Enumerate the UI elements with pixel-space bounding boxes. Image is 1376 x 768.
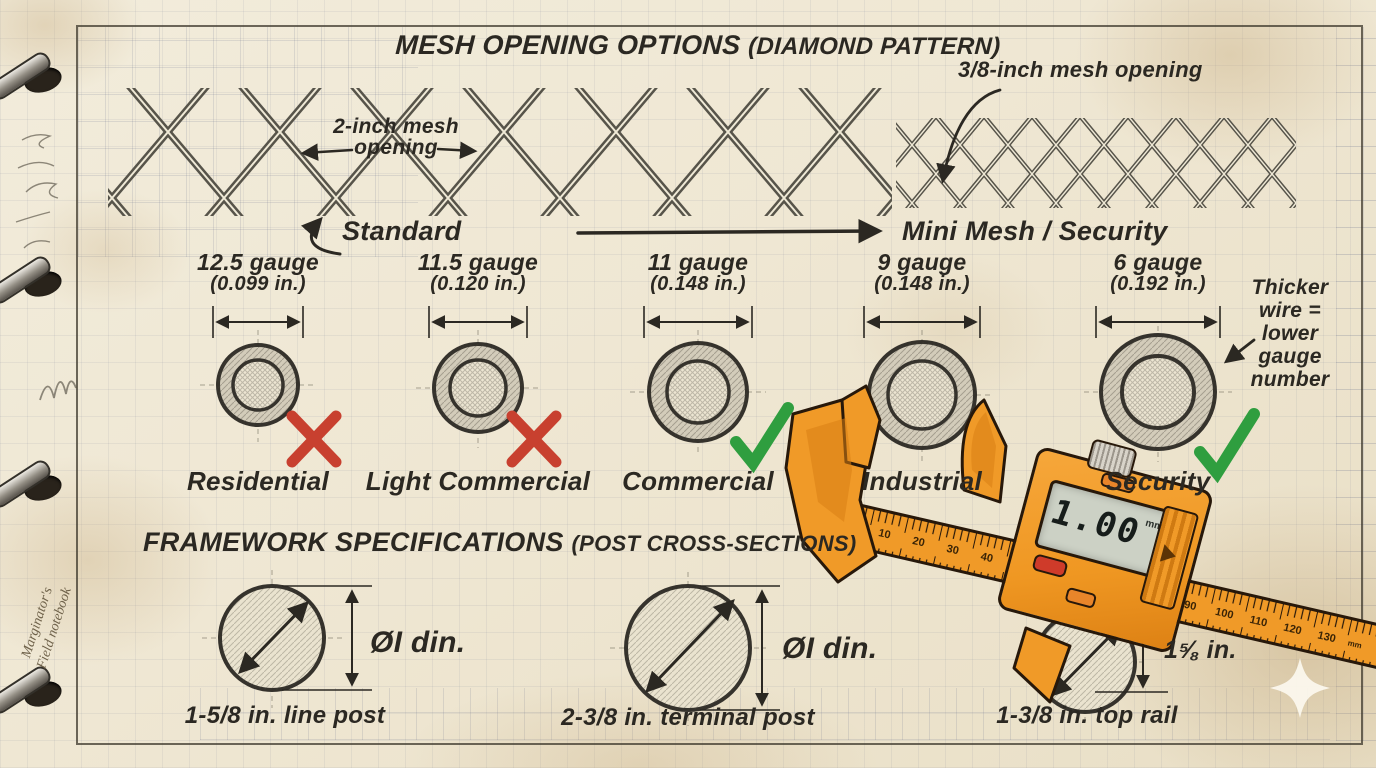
- page-title-paren: (DIAMOND PATTERN): [747, 33, 1002, 60]
- page-title: MESH OPENING OPTIONS (DIAMOND PATTERN): [367, 30, 1029, 61]
- use-label-commercial: Commercial: [622, 466, 774, 496]
- use-label-light-commercial: Light Commercial: [365, 466, 591, 496]
- gauge-name: 9 gauge: [877, 249, 967, 275]
- lcd-value: 1.00: [1045, 492, 1147, 554]
- gauge-diameter: (0.192 in.): [1110, 273, 1206, 296]
- use-label-residential: Residential: [186, 466, 329, 496]
- gauge-note: Thicker wire = lower gauge number: [1250, 276, 1330, 392]
- framework-heading-paren: (POST CROSS-SECTIONS): [571, 531, 857, 556]
- gauge-header-6: 6 gauge (0.192 in.): [1048, 250, 1268, 295]
- standard-mesh-callout: 2-inch mesh opening: [333, 115, 459, 160]
- framework-heading: FRAMEWORK SPECIFICATIONS (POST CROSS-SEC…: [143, 527, 856, 558]
- gauge-diameter: (0.120 in.): [430, 273, 526, 296]
- terminal-post-caption: 2-3/8 in. terminal post: [561, 704, 815, 731]
- line-post-dim-label: ØI din.: [370, 626, 466, 659]
- gauge-diameter: (0.099 in.): [210, 273, 306, 296]
- amber-button: [1064, 586, 1098, 609]
- gauge-header-12-5: 12.5 gauge (0.099 in.): [148, 250, 368, 295]
- use-label-security: Security: [1105, 466, 1211, 496]
- signature-scribble: [39, 380, 77, 401]
- top-rail-dim-label: 1⅝ in.: [1164, 636, 1237, 664]
- gauge-header-11-5: 11.5 gauge (0.120 in.): [368, 250, 588, 295]
- spiral-ring: [0, 253, 80, 316]
- gauge-diameter: (0.148 in.): [650, 273, 746, 296]
- mini-mesh-callout: 3/8-inch mesh opening: [958, 57, 1203, 82]
- gauge-diameter: (0.148 in.): [874, 273, 970, 296]
- line-post-caption: 1-5/8 in. line post: [184, 702, 386, 729]
- framework-heading-main: FRAMEWORK SPECIFICATIONS: [143, 527, 572, 557]
- gauge-header-9: 9 gauge (0.148 in.): [812, 250, 1032, 295]
- gauge-header-11: 11 gauge (0.148 in.): [588, 250, 808, 295]
- standard-label: Standard: [342, 216, 462, 246]
- play-triangle-icon: [1159, 544, 1179, 566]
- red-button: [1031, 553, 1069, 579]
- page-title-main: MESH OPENING OPTIONS: [394, 30, 750, 60]
- terminal-post-dim-label: ØI din.: [782, 632, 878, 665]
- page-border: [76, 25, 1363, 745]
- gauge-name: 12.5 gauge: [197, 249, 319, 275]
- use-label-industrial: Industrial: [861, 466, 982, 496]
- gauge-name: 11.5 gauge: [417, 249, 539, 275]
- top-rail-caption: 1-3/8 in. top rail: [996, 702, 1178, 729]
- spiral-ring: [0, 457, 80, 520]
- gauge-name: 6 gauge: [1113, 249, 1203, 275]
- spiral-ring: [0, 49, 80, 112]
- mini-mesh-label: Mini Mesh / Security: [902, 216, 1168, 246]
- gauge-name: 11 gauge: [647, 249, 749, 275]
